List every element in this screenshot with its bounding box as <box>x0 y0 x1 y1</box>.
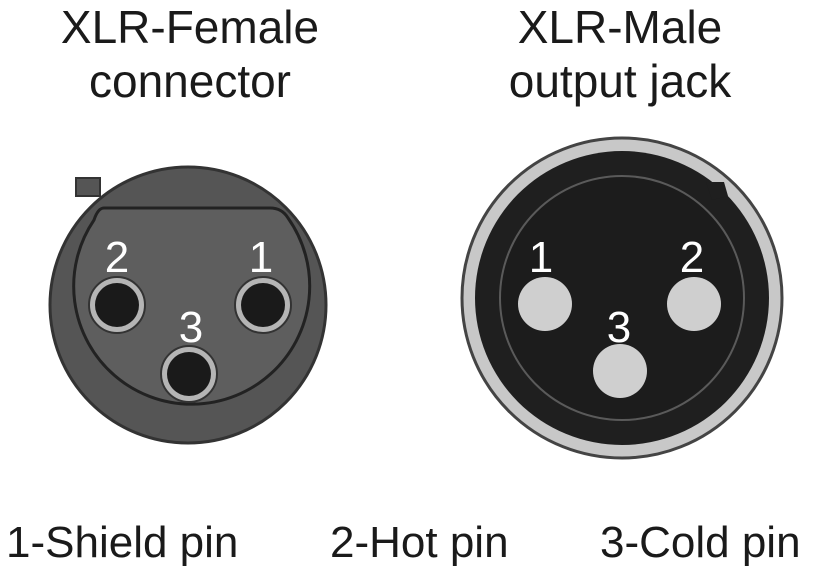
female-pin-label-1: 1 <box>249 233 273 282</box>
female-socket-3 <box>160 345 218 403</box>
male-pin-label-3: 3 <box>607 303 631 352</box>
male-pin-2 <box>667 277 721 331</box>
female-latch-tab <box>75 177 101 197</box>
male-jack: 1 2 3 <box>460 136 784 460</box>
female-inner-face <box>72 206 312 406</box>
female-title-line1: XLR-Female <box>60 1 320 53</box>
female-title-line2: connector <box>88 55 291 107</box>
male-title-line1: XLR-Male <box>517 1 723 53</box>
male-pin-label-2: 2 <box>680 233 704 282</box>
female-pin-label-2: 2 <box>105 233 129 282</box>
female-pin-label-3: 3 <box>179 303 203 352</box>
legend-cold-pin: 3-Cold pin <box>600 518 801 567</box>
male-jack-title: XLR-Male output jack <box>450 0 790 108</box>
female-socket-1 <box>234 276 292 334</box>
legend-shield-pin: 1-Shield pin <box>6 518 239 567</box>
legend-hot-pin: 2-Hot pin <box>330 518 509 567</box>
male-latch-notch <box>706 182 728 200</box>
female-socket-2 <box>88 276 146 334</box>
male-pin-3 <box>593 344 647 398</box>
female-connector: 2 1 3 <box>48 165 328 445</box>
male-title-line2: output jack <box>508 55 732 107</box>
male-pin-1 <box>518 277 572 331</box>
female-connector-title: XLR-Female connector <box>20 0 360 108</box>
male-inner-face <box>499 175 745 421</box>
male-pin-label-1: 1 <box>529 233 553 282</box>
